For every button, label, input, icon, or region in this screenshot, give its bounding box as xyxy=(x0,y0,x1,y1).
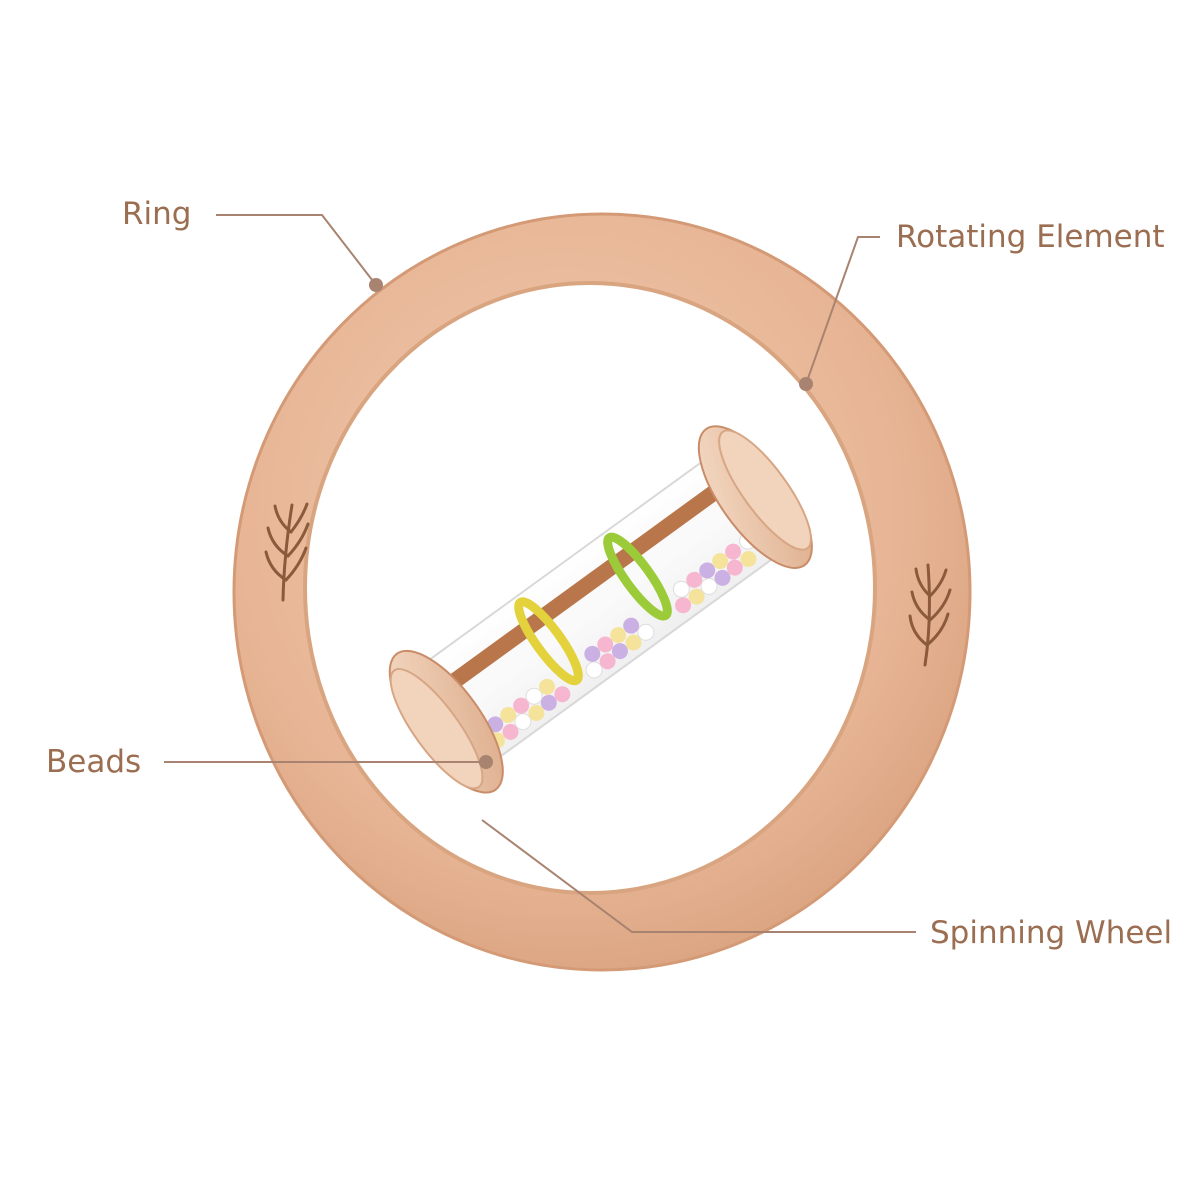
spinning-wheel-cap-left xyxy=(388,649,504,794)
colored-beads xyxy=(487,532,757,749)
spinning-wheel-label: Spinning Wheel xyxy=(930,915,1173,951)
wooden-dowel xyxy=(428,472,739,703)
yellow-spinner-ring xyxy=(514,597,583,686)
rotating-element xyxy=(388,425,813,794)
ring-leader-line xyxy=(216,214,377,286)
beads-label: Beads xyxy=(46,744,142,780)
ring-label: Ring xyxy=(122,196,192,232)
rotating-element-cap-right xyxy=(697,425,813,569)
leader-dots xyxy=(369,278,813,769)
rotating-element-leader-line xyxy=(805,236,880,385)
rotating-element-label: Rotating Element xyxy=(896,219,1165,255)
leaf-engraving-right-icon xyxy=(908,563,952,667)
green-spinner-ring xyxy=(603,532,672,621)
leaf-engraving-left-icon xyxy=(264,502,310,602)
spinning-wheel-leader-line xyxy=(481,819,916,933)
leader-lines xyxy=(164,214,916,933)
